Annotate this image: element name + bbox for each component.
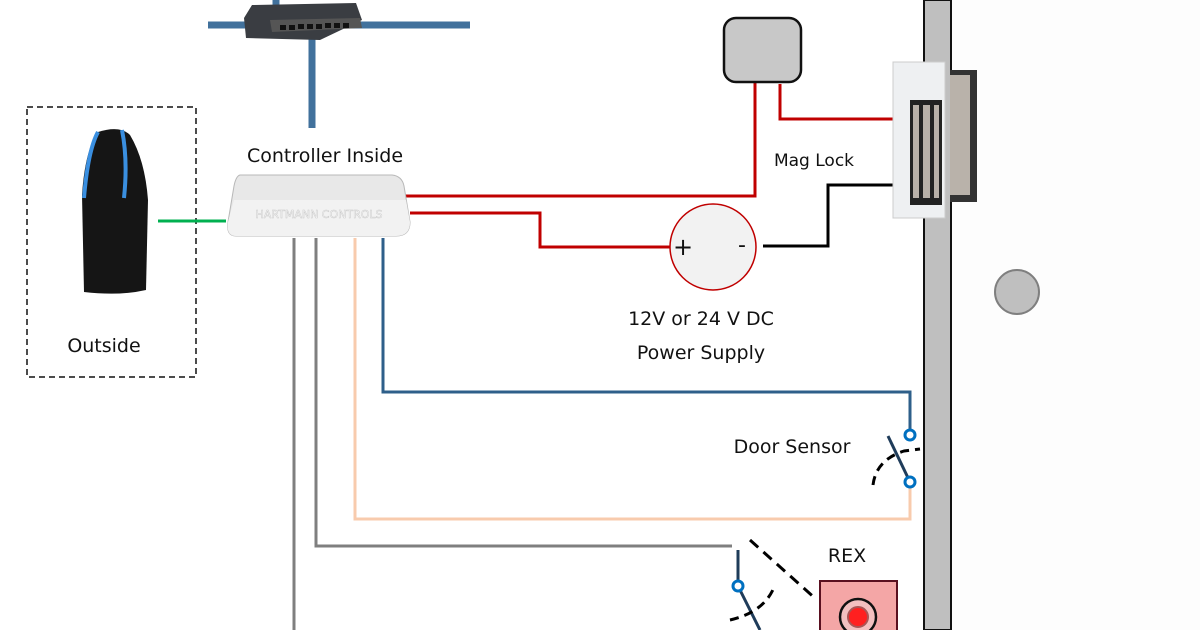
door-sensor-wire <box>381 238 912 430</box>
power-supply <box>669 203 757 291</box>
rex-button[interactable] <box>819 580 898 630</box>
power-supply-voltage-label: 12V or 24 V DC <box>628 308 774 330</box>
psu-plus-label: + <box>672 233 694 261</box>
psu-minus-label: - <box>738 233 746 258</box>
rex-label: REX <box>827 545 867 567</box>
gray-wire-rex <box>314 238 732 548</box>
mag-lock <box>892 61 977 219</box>
controller-label: Controller Inside <box>246 145 404 167</box>
door-panel <box>951 0 1200 630</box>
controller-brand: HARTMANN CONTROLS <box>255 208 382 221</box>
rex-switch <box>729 538 819 630</box>
door-knob <box>994 269 1040 315</box>
maglock-positive-wire <box>778 84 893 121</box>
rex-wire <box>353 238 912 521</box>
door-sensor-label: Door Sensor <box>733 436 851 458</box>
outside-label: Outside <box>67 335 141 357</box>
lock-power-wire <box>403 80 757 198</box>
psu-negative-wire <box>763 183 893 248</box>
network-switch <box>244 3 362 40</box>
psu-positive-wire <box>410 211 670 249</box>
power-supply-label: Power Supply <box>636 342 766 364</box>
outside-boundary <box>26 106 197 378</box>
card-reader <box>82 129 148 294</box>
door-sensor-switch <box>871 428 921 489</box>
junction-box <box>722 16 803 84</box>
mag-lock-label: Mag Lock <box>773 151 855 171</box>
controller-device[interactable]: HARTMANN CONTROLS <box>227 174 411 237</box>
